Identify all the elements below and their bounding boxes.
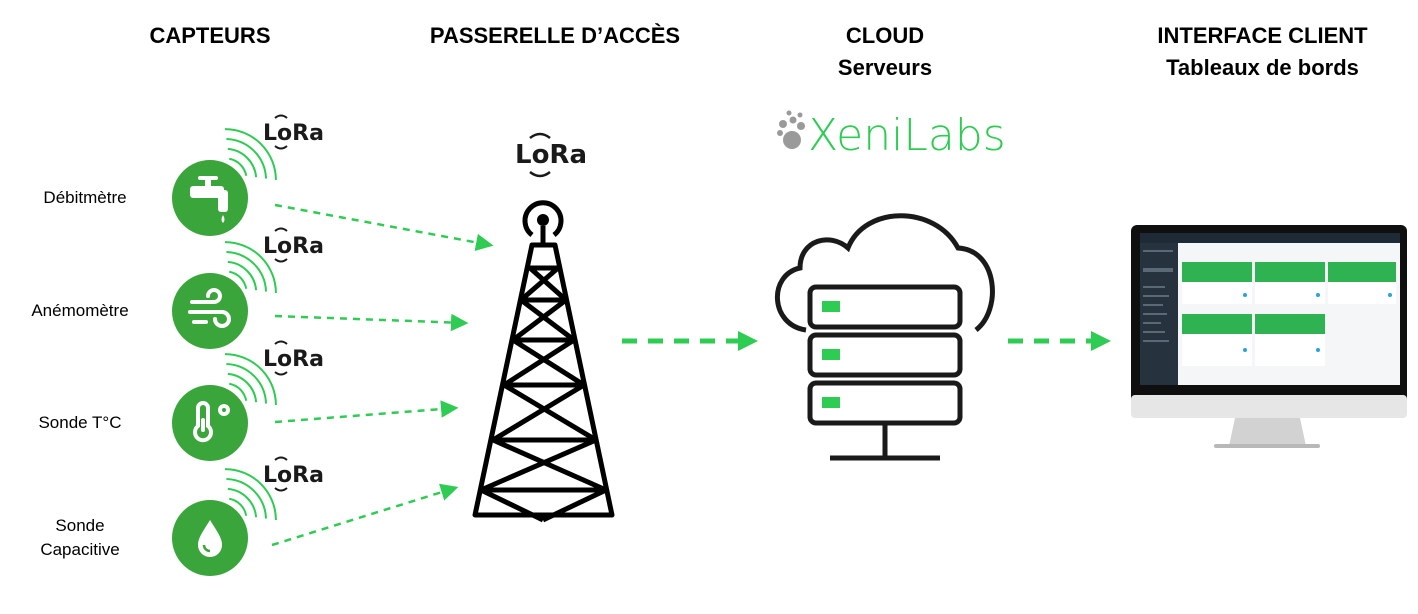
sensor-to-gateway-arrows xyxy=(271,203,494,547)
sensor-capacitive: LoRa xyxy=(172,456,324,576)
gateway-lora-logo-icon: LoRa xyxy=(515,132,587,178)
svg-text:LoRa: LoRa xyxy=(263,347,324,372)
svg-text:LoRa: LoRa xyxy=(515,140,587,170)
svg-text:XeniLabs: XeniLabs xyxy=(808,110,1006,161)
lora-logo-icon: LoRa xyxy=(263,456,324,492)
dashboard-topbar xyxy=(1140,233,1400,243)
sensors-header: CAPTEURS xyxy=(149,23,271,48)
svg-text:LoRa: LoRa xyxy=(263,121,324,146)
sensor-anemometer: LoRa xyxy=(172,227,324,349)
sensor-label-anemometer: Anémomètre xyxy=(31,301,129,320)
client-header-line2: Tableaux de bords xyxy=(1166,55,1359,80)
sensor-flowmeter: LoRa xyxy=(172,114,324,236)
sensor-label-temperature: Sonde T°C xyxy=(38,413,122,432)
dashboard-cards xyxy=(1182,262,1396,366)
lora-logo-icon: LoRa xyxy=(263,340,324,376)
gateway-header: PASSERELLE D’ACCÈS xyxy=(429,23,681,48)
xenilabs-dots-icon xyxy=(777,110,805,149)
arrow xyxy=(274,313,469,332)
sensor-label-flowmeter: Débitmètre xyxy=(43,188,127,207)
sensor-label-capacitive-line2: Capacitive xyxy=(40,540,120,559)
svg-text:LoRa: LoRa xyxy=(263,234,324,259)
client-header-line1: INTERFACE CLIENT xyxy=(1157,23,1368,48)
water-drop-icon xyxy=(198,520,222,557)
client-header: INTERFACE CLIENT Tableaux de bords xyxy=(1130,20,1395,84)
cloud-header-line1: CLOUD xyxy=(845,23,925,48)
lora-logo-icon: LoRa xyxy=(263,114,324,150)
thermometer-icon xyxy=(193,401,230,443)
xenilabs-logo: XeniLabs xyxy=(777,110,1006,161)
arrow xyxy=(274,400,459,424)
cloud-header-line2: Serveurs xyxy=(837,55,933,80)
sensor-label-capacitive: Sonde Capacitive xyxy=(5,514,155,562)
sensor-temperature: LoRa xyxy=(172,340,324,461)
faucet-icon xyxy=(190,176,228,223)
sensor-label-capacitive-line1: Sonde xyxy=(55,516,105,535)
antenna-tower-icon xyxy=(472,200,615,523)
arrow xyxy=(271,483,459,547)
dashboard-screen xyxy=(1140,233,1400,385)
cloud-header: CLOUD Serveurs xyxy=(770,20,1000,84)
lora-logo-icon: LoRa xyxy=(263,227,324,263)
arrow xyxy=(274,203,494,252)
cloud-server-icon xyxy=(774,213,995,461)
svg-text:LoRa: LoRa xyxy=(263,463,324,488)
wind-icon xyxy=(188,288,231,328)
